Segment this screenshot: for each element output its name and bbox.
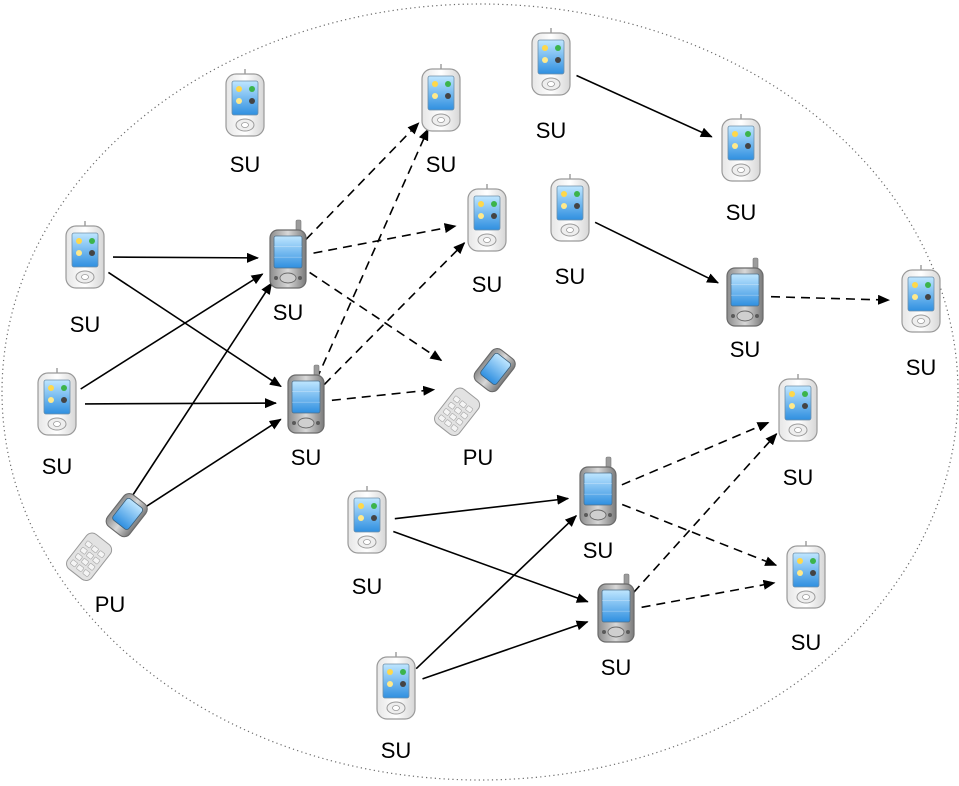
pda-phone-icon <box>376 652 416 720</box>
node-label-su_b: SU <box>426 152 457 177</box>
smartphone-icon <box>597 573 635 643</box>
flip-phone-icon <box>66 493 148 582</box>
node-label-su_e: SU <box>472 272 503 297</box>
pda-phone-icon <box>467 184 507 252</box>
pda-phone-icon <box>225 69 265 137</box>
edge-pu_a-to-su_h <box>131 282 273 497</box>
pda-phone-icon <box>786 541 826 609</box>
network-boundary <box>1 3 959 781</box>
node-label-su_k: SU <box>730 337 761 362</box>
node-label-su_h: SU <box>273 300 304 325</box>
node-label-su_m: SU <box>352 574 383 599</box>
edge-su_n-to-su_q <box>621 503 778 567</box>
edges-layer <box>80 74 890 680</box>
edge-su_c-to-su_d <box>576 74 713 138</box>
smartphone-icon <box>726 257 764 327</box>
node-label-su_a: SU <box>230 152 261 177</box>
node-label-su_d: SU <box>726 200 757 225</box>
node-label-su_p: SU <box>783 465 814 490</box>
edge-su_o-to-su_q <box>641 579 776 609</box>
edge-su_j-to-su_i <box>84 398 277 409</box>
node-label-su_q: SU <box>791 630 822 655</box>
node-label-su_f: SU <box>555 264 586 289</box>
pda-phone-icon <box>421 64 461 132</box>
edge-pu_a-to-su_i <box>143 418 282 509</box>
edge-su_r-to-su_o <box>422 620 589 680</box>
edge-su_r-to-su_n <box>415 515 578 670</box>
edge-su_k-to-su_l <box>770 294 890 305</box>
pda-phone-icon <box>778 374 818 442</box>
edge-su_i-to-su_e <box>323 242 466 386</box>
pda-phone-icon <box>65 221 105 289</box>
pda-phone-icon <box>901 265 941 333</box>
edge-su_n-to-su_p <box>621 421 770 486</box>
node-label-su_n: SU <box>583 538 614 563</box>
pda-phone-icon <box>550 174 590 242</box>
node-label-su_j: SU <box>42 454 73 479</box>
node-label-su_l: SU <box>906 355 937 380</box>
edge-su_i-to-pu_b <box>331 385 436 402</box>
smartphone-icon <box>579 456 617 526</box>
node-label-su_c: SU <box>536 118 567 143</box>
node-label-su_g: SU <box>70 312 101 337</box>
smartphone-icon <box>269 219 307 289</box>
node-label-su_o: SU <box>601 655 632 680</box>
edge-su_h-to-su_e <box>313 223 457 254</box>
pda-phone-icon <box>37 368 77 436</box>
edge-su_g-to-su_i <box>107 271 282 388</box>
edge-su_h-to-su_b <box>305 122 420 240</box>
edge-su_g-to-su_h <box>112 252 259 263</box>
edge-su_f-to-su_k <box>594 221 719 284</box>
pda-phone-icon <box>531 28 571 96</box>
edge-su_j-to-su_h <box>80 273 264 390</box>
pda-phone-icon <box>721 114 761 182</box>
edge-su_m-to-su_n <box>394 494 570 520</box>
nodes-layer: SU SU SU SU SU SU SU SU SU PU SU SU SU PU SU SU SU SU SU SU <box>37 28 941 763</box>
node-label-pu_b: PU <box>463 445 494 470</box>
node-label-pu_a: PU <box>95 592 126 617</box>
flip-phone-icon <box>434 348 516 437</box>
edge-su_i-to-su_b <box>315 128 429 380</box>
pda-phone-icon <box>347 486 387 554</box>
node-label-su_r: SU <box>381 738 412 763</box>
edge-su_o-to-su_p <box>632 433 778 594</box>
edge-su_h-to-pu_b <box>309 271 443 362</box>
smartphone-icon <box>287 364 325 434</box>
node-label-su_i: SU <box>291 445 322 470</box>
edge-su_m-to-su_o <box>393 530 589 603</box>
